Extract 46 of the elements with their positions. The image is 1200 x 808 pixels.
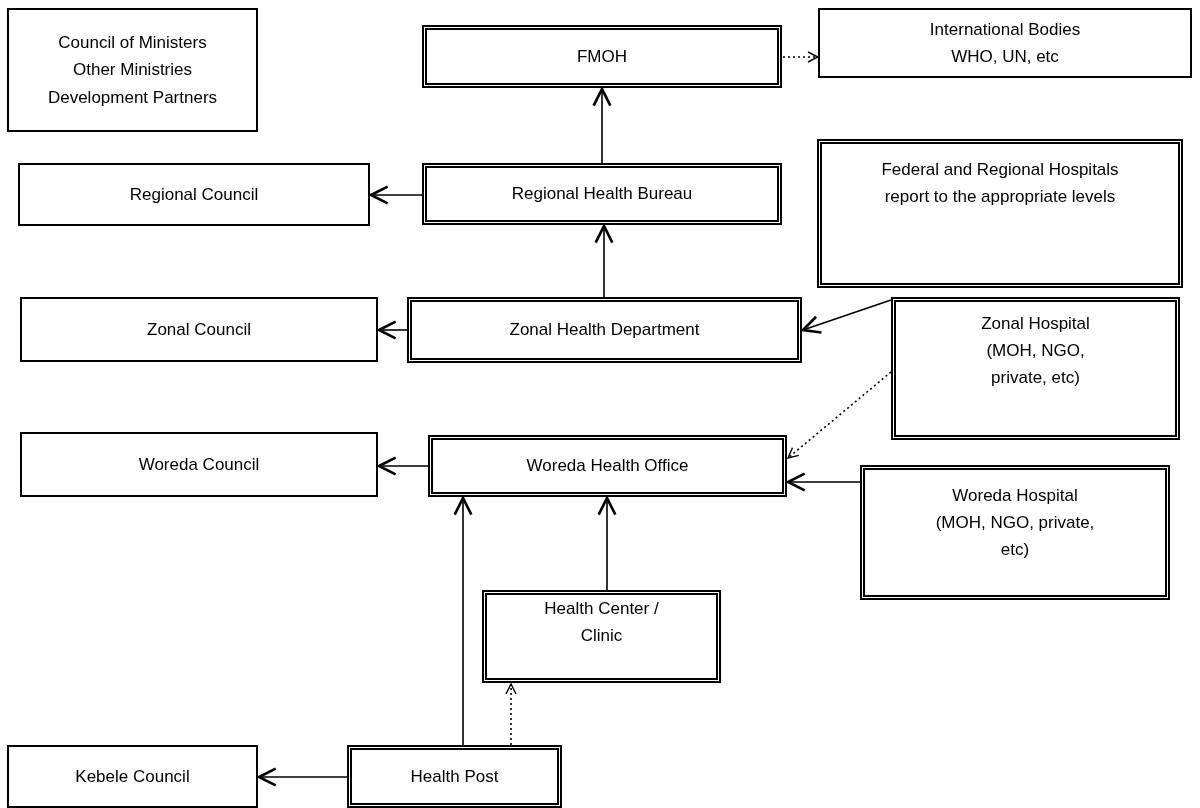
arrow	[257, 767, 348, 787]
box-label: Woreda Council	[138, 453, 260, 476]
process-box	[7, 745, 258, 808]
process-box	[20, 432, 378, 497]
arrow	[377, 456, 429, 476]
process-box	[422, 163, 782, 225]
process-box	[817, 139, 1183, 288]
box-label: Council of Ministers	[58, 32, 207, 55]
arrow	[787, 371, 892, 459]
box-label: Zonal Hospital (MOH, NGO, private, etc)	[980, 313, 1091, 390]
box-label: Regional Health Bureau	[511, 183, 693, 206]
box-label: Health Post	[410, 765, 499, 788]
process-box	[347, 745, 562, 808]
process-box	[891, 297, 1180, 440]
process-box	[407, 297, 802, 363]
arrow	[592, 87, 612, 164]
arrow	[801, 299, 892, 334]
box-label: Woreda Health Office	[526, 455, 689, 478]
box-label: Zonal Health Department	[509, 319, 700, 342]
process-box	[428, 435, 787, 497]
box-label: Kebele Council	[75, 765, 190, 788]
arrow	[505, 683, 517, 746]
process-box	[20, 297, 378, 362]
arrow	[597, 496, 617, 591]
arrow	[377, 320, 408, 340]
box-label: Other Ministries	[73, 59, 192, 82]
arrow	[369, 185, 423, 205]
box-label: Health Center / Clinic	[543, 598, 660, 648]
arrow	[453, 496, 473, 746]
process-box	[18, 163, 370, 226]
process-box	[422, 25, 782, 88]
process-box	[7, 8, 258, 132]
arrow	[782, 51, 819, 63]
process-box	[818, 8, 1192, 78]
process-box	[860, 465, 1170, 600]
box-label: Development Partners	[47, 86, 218, 109]
arrow	[786, 472, 861, 492]
arrow	[594, 224, 614, 298]
process-box	[482, 590, 721, 683]
box-label: Federal and Regional Hospitals report to the appropriate levels	[880, 159, 1120, 209]
box-label: Zonal Council	[147, 318, 251, 341]
box-label: Woreda Hospital (MOH, NGO, private, etc)	[934, 485, 1096, 562]
box-label: WHO, UN, etc	[951, 46, 1059, 68]
box-label: Regional Council	[129, 183, 259, 206]
box-label: International Bodies	[929, 18, 1081, 41]
box-label: FMOH	[576, 45, 627, 68]
